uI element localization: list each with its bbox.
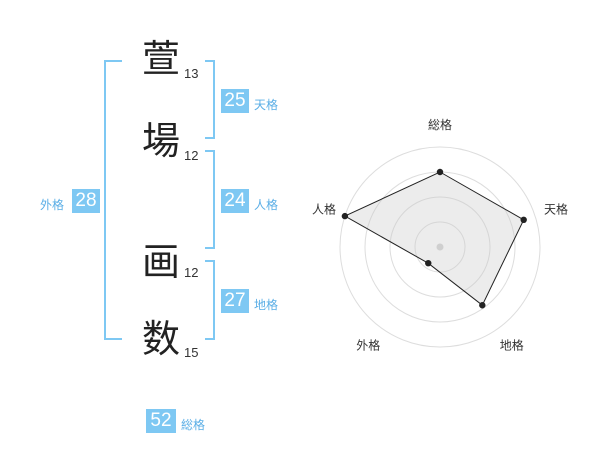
- tenkaku-bracket: [205, 60, 215, 139]
- radar-shape: [343, 171, 525, 306]
- gaikaku-bracket: [104, 60, 122, 340]
- jinkaku-bracket: [205, 150, 215, 249]
- soukaku-value: 52: [146, 409, 176, 433]
- name-char-3-strokes: 12: [184, 265, 199, 280]
- name-char-2-strokes: 12: [184, 148, 199, 163]
- radar-ring-2: [389, 196, 491, 298]
- radar-points: [341, 168, 527, 309]
- name-char-1-strokes: 13: [184, 66, 199, 81]
- name-char-2: 場: [142, 119, 181, 163]
- radar-point-2: [520, 216, 527, 224]
- name-char-1: 萱: [142, 37, 181, 81]
- radar-point-5: [341, 212, 349, 220]
- radar-axis-label-2: 天格: [544, 201, 568, 216]
- radar-axis-label-3: 地格: [500, 338, 524, 353]
- radar-axis-label-5: 人格: [312, 201, 336, 216]
- chikaku-label: 地格: [254, 298, 279, 312]
- soukaku-label: 総格: [181, 418, 206, 432]
- chikaku-bracket: [205, 260, 215, 340]
- tenkaku-label: 天格: [254, 98, 279, 112]
- radar-center: [436, 243, 444, 251]
- radar-point-3: [479, 302, 486, 309]
- radar-ring-4: [339, 146, 541, 348]
- name-char-4-strokes: 15: [184, 345, 199, 360]
- gaikaku-value: 28: [72, 189, 100, 213]
- name-char-4: 数: [142, 317, 181, 361]
- tenkaku-value: 25: [221, 89, 249, 113]
- name-char-3: 画: [142, 240, 181, 284]
- jinkaku-label: 人格: [254, 198, 279, 212]
- radar-axis-label-4: 外格: [356, 338, 380, 353]
- radar-point-1: [436, 168, 444, 176]
- jinkaku-value: 24: [221, 189, 249, 213]
- radar-point-4: [425, 259, 432, 267]
- gaikaku-label: 外格: [40, 198, 65, 212]
- radar-axis-label-1: 総格: [428, 117, 452, 132]
- chikaku-value: 27: [221, 289, 249, 313]
